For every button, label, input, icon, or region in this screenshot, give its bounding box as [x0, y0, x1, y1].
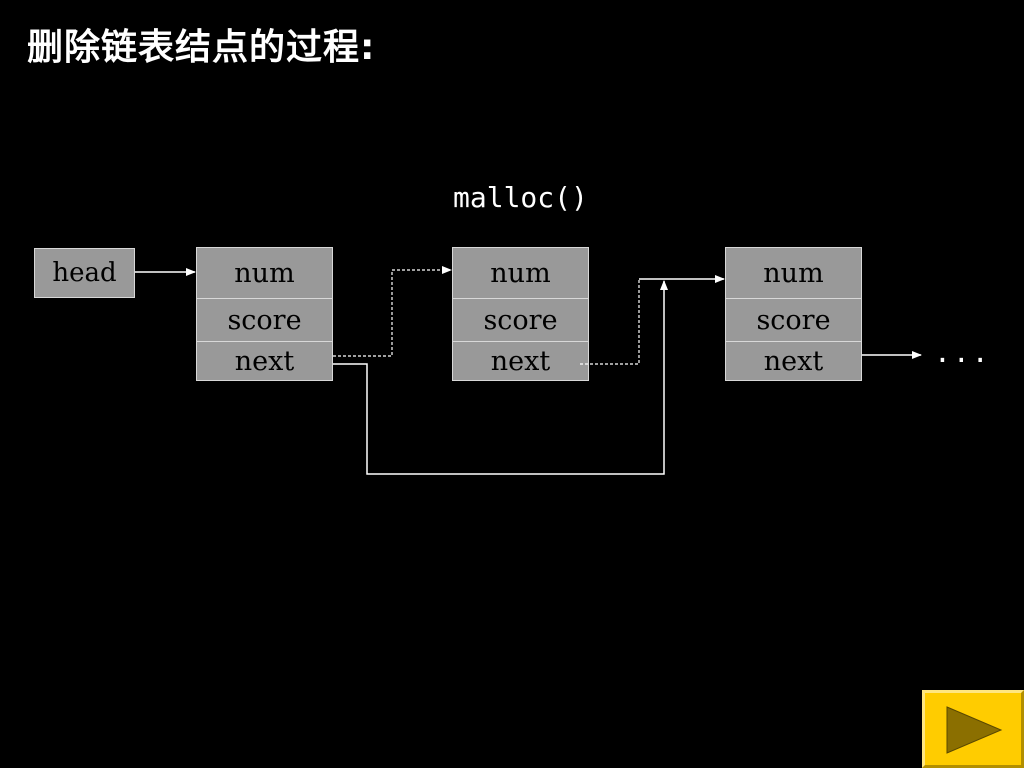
head-label: head: [52, 258, 117, 288]
list-node-2: num score next: [452, 247, 589, 381]
play-triangle-icon: [946, 706, 1003, 754]
slide-title: 删除链表结点的过程:: [27, 27, 376, 68]
node-3-num-field: num: [726, 248, 861, 299]
node-2-next-field: next: [490, 345, 551, 377]
node-1-to-node-2-dashed-arrow: [333, 266, 452, 357]
node-3-next-field: next: [763, 345, 824, 377]
node-1-next-field: next: [234, 345, 295, 377]
malloc-label: malloc(): [453, 181, 588, 214]
list-node-1: num score next: [196, 247, 333, 381]
list-node-3: num score next: [725, 247, 862, 381]
head-pointer-box: head: [34, 248, 135, 298]
next-slide-button[interactable]: [922, 690, 1024, 768]
node-3-score-field: score: [726, 299, 861, 342]
node-1-score-field: score: [197, 299, 332, 342]
node-1-bypass-arrow: [333, 280, 668, 475]
list-continuation-ellipsis: ...: [934, 336, 991, 369]
node-2-score-field: score: [453, 299, 588, 342]
node-1-num-field: num: [197, 248, 332, 299]
node-2-to-node-3-dashed-line: [580, 279, 640, 365]
node-2-num-field: num: [453, 248, 588, 299]
